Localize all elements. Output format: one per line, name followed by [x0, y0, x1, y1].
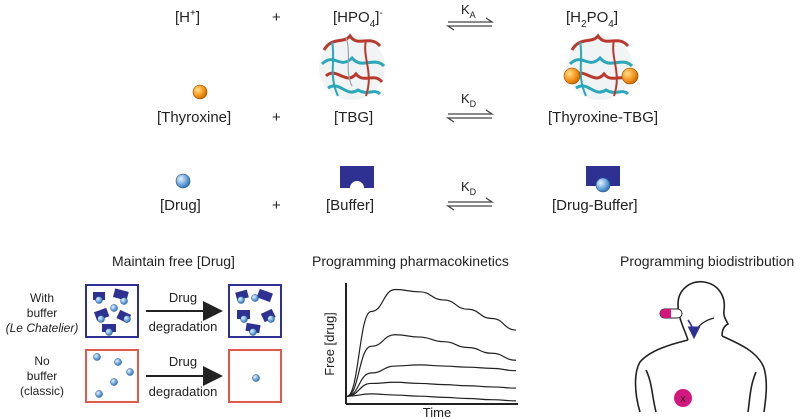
- capsule-icon: [659, 308, 683, 319]
- with-buffer-label-1: With: [30, 291, 54, 305]
- kd-label: KD: [461, 91, 477, 109]
- arrow-label-degradation: degradation: [149, 319, 218, 334]
- no-buffer-label-2: buffer: [27, 369, 57, 383]
- no-buffer-label-3: (classic): [20, 384, 64, 398]
- pk-chart: Free [drug] Time: [322, 283, 518, 419]
- drug-icon: [175, 173, 191, 189]
- pk-curve-5: [346, 393, 517, 402]
- with-buffer-box-before: [85, 284, 139, 338]
- equation-row-1: [H+] + [HPO4]- KA [H2PO4]: [175, 2, 618, 31]
- thyroxine-tbg-label: [Thyroxine-TBG]: [548, 109, 658, 126]
- panel-maintain-free-drug: Maintain free [Drug] With buffer (Le Cha…: [6, 253, 282, 403]
- no-buffer-label-1: No: [34, 354, 50, 368]
- thyroxine-tbg-complex-icon: [563, 33, 639, 100]
- arrow-label-drug: Drug: [169, 290, 197, 305]
- drug-buffer-label: [Drug-Buffer]: [552, 197, 638, 214]
- equilibrium-arrows: [445, 197, 495, 211]
- equation-row-3: [Drug] + [Buffer] KD [Drug-Buffer]: [160, 166, 638, 214]
- equilibrium-arrows: [445, 109, 495, 123]
- target-site-icon: x: [674, 389, 692, 407]
- tbg-protein-icon: [319, 33, 386, 100]
- no-buffer-box-after: [228, 349, 282, 403]
- pk-curve-1: [346, 288, 517, 397]
- with-buffer-label-3: (Le Chatelier): [6, 321, 79, 335]
- plus-sign: +: [272, 109, 281, 126]
- arrow-label-degradation: degradation: [149, 384, 218, 399]
- arrow-label-drug: Drug: [169, 354, 197, 369]
- panel-title: Programming pharmacokinetics: [312, 253, 509, 269]
- with-buffer-label-2: buffer: [27, 306, 57, 320]
- pk-curve-2: [346, 334, 517, 397]
- pk-curve-4: [346, 381, 517, 397]
- equilibrium-arrows: [445, 17, 495, 31]
- panel-title: Programming biodistribution: [620, 253, 794, 269]
- target-mark: x: [680, 393, 686, 405]
- tbg-label: [TBG]: [334, 109, 373, 126]
- buffer-label: [Buffer]: [326, 197, 374, 214]
- equation-row-2: [Thyroxine] + [TBG] KD: [157, 33, 658, 126]
- plus-sign: +: [272, 197, 281, 214]
- plus-sign: +: [272, 9, 281, 26]
- no-buffer-box-before: [85, 349, 139, 403]
- y-axis-label: Free [drug]: [322, 312, 337, 376]
- drug-buffer-complex-icon: [586, 166, 620, 193]
- thyroxine-icon: [192, 84, 208, 100]
- panel-title: Maintain free [Drug]: [112, 253, 235, 269]
- buffer-icon: [340, 166, 374, 188]
- h2po4-label: [H2PO4]: [566, 9, 618, 30]
- hpo4-label: [HPO4]-: [333, 8, 383, 30]
- ingestion-arrow: [687, 319, 701, 340]
- pk-curves: [346, 288, 517, 402]
- kd-label: KD: [461, 179, 477, 197]
- human-body-icon: [634, 280, 768, 413]
- h-plus-label: [H+]: [175, 8, 200, 26]
- x-axis-label: Time: [423, 405, 451, 419]
- ka-label: KA: [461, 2, 476, 20]
- panel-biodistribution: Programming biodistribution x: [620, 253, 794, 413]
- drug-label: [Drug]: [160, 197, 201, 214]
- pk-curve-3: [346, 364, 517, 397]
- with-buffer-box-after: [228, 284, 282, 338]
- panel-pharmacokinetics: Programming pharmacokinetics Free [drug]…: [312, 253, 518, 419]
- thyroxine-label: [Thyroxine]: [157, 109, 231, 126]
